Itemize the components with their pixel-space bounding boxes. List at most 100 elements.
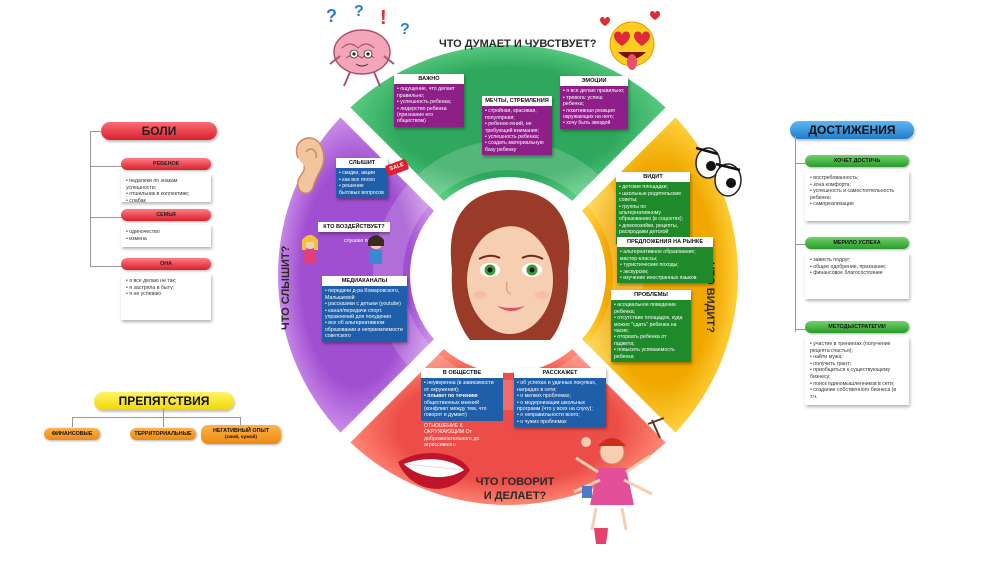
pains-group-her-list: я все делаю не так; я застряла в быту; я…: [126, 278, 206, 298]
card-media-body: передачи д-ра Комаровского, Малышевой ра…: [322, 286, 407, 342]
card-society: В ОБЩЕСТВЕ неуверенна (в зависимости от …: [421, 368, 503, 450]
card-society-extra: общественных мнений (конфликт между тем,…: [424, 399, 487, 419]
svg-text:?: ?: [400, 21, 410, 38]
pains-group-her: ОНА: [121, 258, 211, 270]
list-item: группы по альтернативному образованию (в…: [619, 204, 687, 223]
card-media: МЕДИАКАНАЛЫ передачи д-ра Комаровского, …: [322, 276, 407, 342]
list-item: недалеки по знакам успешности;: [126, 178, 206, 191]
achievements-group-measure-list: зависть подруг; общее одобрение, признан…: [810, 257, 904, 277]
card-important-body: ощущение, что делает правильно; успешнос…: [394, 84, 464, 127]
card-society-body: неуверенна (в зависимости от окружения);…: [421, 378, 503, 421]
card-influence-text: слушаю подруги: [344, 238, 384, 245]
card-important-title: ВАЖНО: [418, 76, 440, 82]
obstacle-negative-experience-sub: (свой, чужой): [225, 434, 257, 440]
quadrant-title-think: ЧТО ДУМАЕТ И ЧУВСТВУЕТ?: [439, 38, 597, 50]
card-influence-title: КТО ВОЗДЕЙСТВУЕТ?: [318, 222, 390, 233]
connector: [90, 217, 122, 218]
list-item: ребенок-гений, не требующий внимания;: [485, 121, 549, 134]
pains-group-family: СЕМЬЯ: [121, 209, 211, 221]
pains-group-her-box: я все делаю не так; я застряла в быту; я…: [121, 274, 211, 320]
achievements-title: ДОСТИЖЕНИЯ: [790, 121, 914, 139]
ear-icon: [295, 137, 325, 194]
list-item: о неправильности всего;: [517, 412, 603, 418]
card-tells-body: об успехах и удачных покупках, наградах …: [514, 378, 606, 428]
pains-title: БОЛИ: [101, 122, 217, 140]
card-important-list: ощущение, что делает правильно; успешнос…: [397, 86, 461, 124]
list-item: позитивная реакция окружающих на него;: [563, 108, 625, 121]
card-problems: ПРОБЛЕМЫ асоциальное поведение ребенка; …: [611, 290, 691, 363]
list-item: измена: [126, 236, 206, 243]
list-item: рассказики с детьми (youtube): [325, 301, 404, 307]
card-problems-list: асоциальное поведение ребенка; отсутстви…: [614, 302, 688, 360]
pains-group-family-box: одиночество измена: [121, 225, 211, 247]
card-important: ВАЖНО ощущение, что делает правильно; ус…: [394, 74, 464, 127]
list-item: найти мужа;: [810, 354, 904, 361]
list-item: успешность и самостоятельность ребенка;: [810, 188, 904, 201]
list-item: слабак: [126, 198, 206, 205]
achievements-group-methods-box: участие в тренингах (получение рецепта с…: [805, 337, 909, 405]
achievements-group-goal-box: востребованность; зона комфорта; успешно…: [805, 171, 909, 221]
list-item: альтернативное образование; мастер-класс…: [620, 249, 710, 262]
girls-icon: [302, 235, 384, 264]
obstacle-territorial: ТЕРРИТОРИАЛЬНЫЕ: [130, 428, 196, 440]
card-dreams-body: стройная, красивая, популярная; ребенок-…: [482, 106, 552, 156]
eyes-icon: [695, 146, 742, 197]
card-market-body: альтернативное образование; мастер-класс…: [617, 247, 713, 284]
list-item: ощущение, что делает правильно;: [397, 86, 461, 99]
list-item: неуверенна (в зависимости от окружения);: [424, 380, 500, 393]
list-item: я все делаю правильно;: [563, 88, 625, 94]
card-tells-list: об успехах и удачных покупках, наградах …: [517, 380, 603, 425]
quadrant-title-say-line2: И ДЕЛАЕТ?: [483, 490, 547, 502]
list-item: как все плохо: [339, 177, 385, 183]
list-item: финансовое благосостояние: [810, 270, 904, 277]
list-item: участие в тренингах (получение рецепта с…: [810, 341, 904, 354]
list-item: плывет по течению: [424, 393, 500, 399]
card-emotions-list: я все делаю правильно; тревога: успеш ре…: [563, 88, 625, 126]
list-item: тревога: успеш ребенка;: [563, 95, 625, 108]
list-item: детские площадки;: [619, 184, 687, 190]
obstacle-negative-experience: НЕГАТИВНЫЙ ОПЫТ (свой, чужой): [201, 425, 281, 444]
connector: [90, 166, 122, 167]
pains-group-child-list: недалеки по знакам успешности; отшельник…: [126, 178, 206, 204]
achievements-group-measure: МЕРИЛО УСПЕХА: [805, 237, 909, 249]
card-emotions-title: ЭМОЦИИ: [581, 78, 607, 84]
connector: [90, 131, 102, 132]
card-emotions-body: я все делаю правильно; тревога: успеш ре…: [560, 86, 628, 129]
list-item: оторвать ребенка от гаджета;: [614, 334, 688, 347]
obstacle-negative-experience-label: НЕГАТИВНЫЙ ОПЫТ: [212, 428, 270, 434]
list-item: скидки, акции: [339, 170, 385, 176]
list-item: отшельник в коллективе;: [126, 191, 206, 198]
card-problems-title: ПРОБЛЕМЫ: [634, 292, 668, 298]
card-sees-list: детские площадки; школьные родительские …: [619, 184, 687, 242]
list-item: школьные родительские советы;: [619, 191, 687, 204]
card-sees-title: ВИДИТ: [643, 174, 663, 180]
list-item: я застряла в быту;: [126, 285, 206, 292]
list-item: о мелких проблемах;: [517, 393, 603, 399]
quadrant-title-say-line1: ЧТО ГОВОРИТ: [475, 476, 555, 488]
list-item: изучение иностранных языков: [620, 275, 710, 281]
connector: [90, 266, 122, 267]
pains-group-family-list: одиночество измена: [126, 229, 206, 242]
card-hears-body: скидки, акции как все плохо решение быто…: [336, 168, 388, 199]
obstacles-title: ПРЕПЯТСТВИЯ: [94, 392, 234, 410]
list-item: поиск единомышленников в сети;: [810, 381, 904, 388]
connector: [240, 417, 241, 427]
list-item: общее одобрение, признание;: [810, 264, 904, 271]
achievements-group-goal: ХОЧЕТ ДОСТИЧЬ: [805, 155, 909, 167]
card-society-list: неуверенна (в зависимости от окружения);…: [424, 380, 500, 399]
list-item: я не успеваю: [126, 291, 206, 298]
list-item: успешность ребенка;: [485, 134, 549, 140]
connector: [72, 417, 73, 427]
achievements-group-goal-list: востребованность; зона комфорта; успешно…: [810, 175, 904, 208]
mouth-icon: [398, 452, 470, 489]
card-society-title: В ОБЩЕСТВЕ: [421, 368, 503, 379]
card-emotions: ЭМОЦИИ я все делаю правильно; тревога: у…: [560, 76, 628, 129]
card-hears-list: скидки, акции как все плохо решение быто…: [339, 170, 385, 196]
card-influence: КТО ВОЗДЕЙСТВУЕТ? слушаю подруги: [318, 222, 390, 245]
connector: [795, 163, 807, 164]
list-item: туристические походы;: [620, 262, 710, 268]
pains-group-child: РЕБЕНОК: [121, 158, 211, 170]
card-hears: СЛЫШИТ скидки, акции как все плохо решен…: [336, 158, 388, 199]
list-item: получить грант;: [810, 361, 904, 368]
achievements-group-methods: МЕТОДЫ/СТРАТЕГИИ: [805, 321, 909, 333]
